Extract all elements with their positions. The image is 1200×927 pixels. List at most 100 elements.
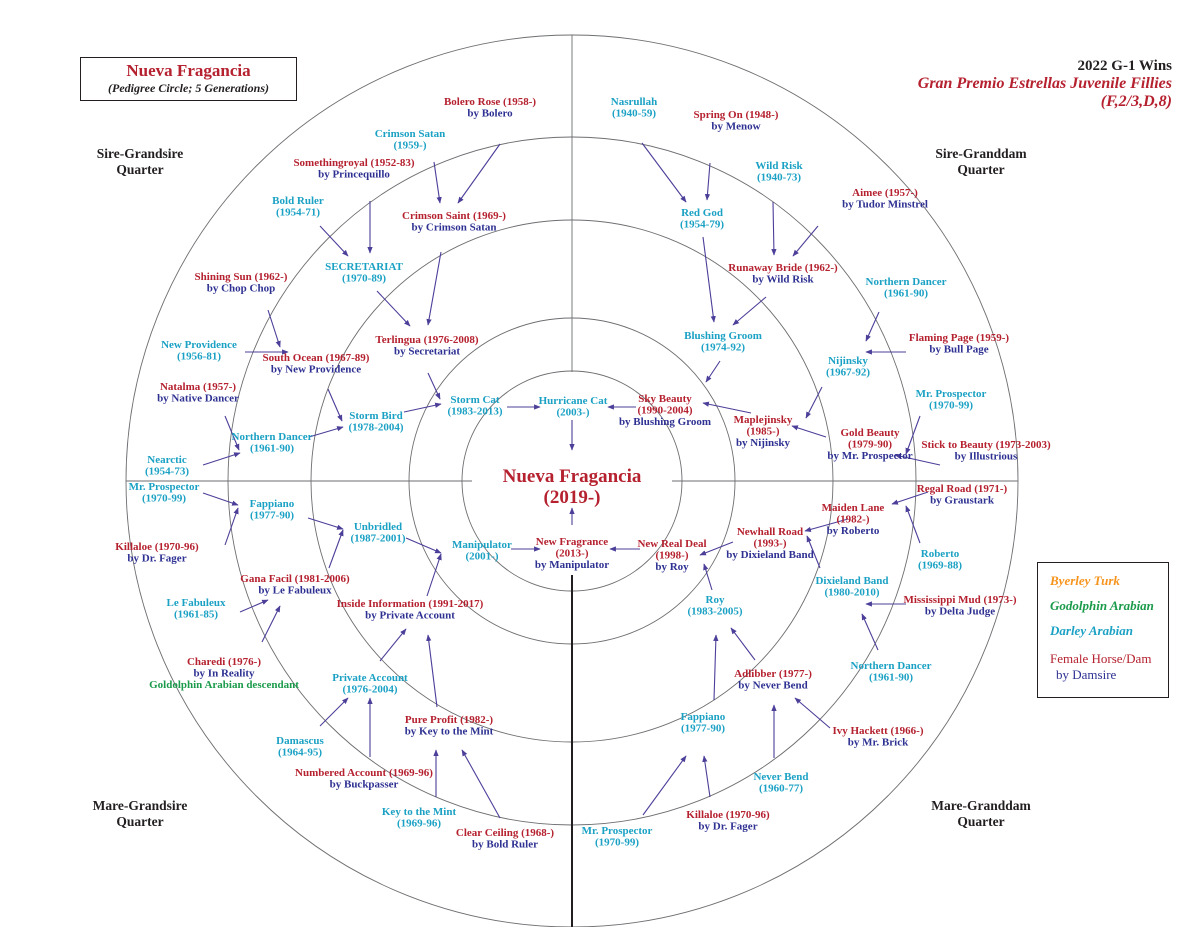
horse-node-line: by Menow bbox=[711, 121, 760, 133]
horse-node-crimson-saint-1969: Crimson Saint (1969-)by Crimson Satan bbox=[402, 210, 506, 234]
horse-node-line: (1956-81) bbox=[177, 351, 221, 363]
lineage-arrow bbox=[202, 452, 241, 466]
horse-node-line: Northern Dancer bbox=[232, 431, 313, 443]
horse-node-maplejinsky: Maplejinsky(1985-)by Nijinsky bbox=[734, 414, 793, 449]
horse-node-line: Damascus bbox=[276, 735, 324, 747]
horse-node-line: Never Bend bbox=[753, 771, 808, 783]
horse-node-nearctic: Nearctic(1954-73) bbox=[145, 454, 189, 478]
subject-horse-name: Nueva Fragancia bbox=[503, 466, 642, 487]
horse-node-line: Killaloe (1970-96) bbox=[115, 541, 199, 553]
horse-node-line: by Never Bend bbox=[738, 680, 807, 692]
horse-node-mr-prospector: Mr. Prospector(1970-99) bbox=[129, 481, 200, 505]
horse-node-line: Mr. Prospector bbox=[916, 388, 987, 400]
horse-node-line: Dixieland Band bbox=[815, 575, 888, 587]
horse-node-roberto: Roberto(1969-88) bbox=[918, 548, 962, 572]
horse-node-line: Private Account bbox=[332, 672, 408, 684]
horse-node-line: Ivy Hackett (1966-) bbox=[832, 725, 923, 737]
lineage-arrow bbox=[891, 491, 929, 505]
lineage-arrow bbox=[433, 161, 442, 204]
horse-node-secretariat: SECRETARIAT(1970-89) bbox=[325, 261, 403, 285]
lineage-arrow bbox=[792, 225, 819, 257]
horse-node-numbered-account-1969-96: Numbered Account (1969-96)by Buckpasser bbox=[295, 767, 433, 791]
horse-node-line: by Secretariat bbox=[394, 346, 460, 358]
horse-node-line: Northern Dancer bbox=[851, 660, 932, 672]
horse-node-line: by Le Fabuleux bbox=[258, 585, 332, 597]
horse-node-line: Key to the Mint bbox=[382, 806, 457, 818]
horse-node-line: (1977-90) bbox=[250, 510, 294, 522]
horse-node-line: (1998-) bbox=[656, 550, 689, 562]
horse-node-line: by Mr. Prospector bbox=[827, 450, 912, 462]
horse-node-line: (1976-2004) bbox=[343, 684, 398, 696]
horse-node-line: by In Reality bbox=[193, 668, 255, 680]
legend: Byerley Turk Godolphin Arabian Darley Ar… bbox=[1037, 562, 1169, 698]
lineage-arrow bbox=[704, 162, 711, 201]
horse-node-line: Aimee (1957-) bbox=[852, 187, 918, 199]
lineage-arrow bbox=[804, 518, 849, 532]
horse-node-fappiano: Fappiano(1977-90) bbox=[681, 711, 726, 735]
horse-node-killaloe-1970-96: Killaloe (1970-96)by Dr. Fager bbox=[115, 541, 199, 565]
horse-node-line: Spring On (1948-) bbox=[694, 109, 779, 121]
lineage-arrow bbox=[806, 535, 821, 569]
horse-node-terlingua-1976-2008: Terlingua (1976-2008)by Secretariat bbox=[375, 334, 479, 358]
horse-node-line: Runaway Bride (1962-) bbox=[728, 262, 838, 274]
horse-node-newhall-road: Newhall Road(1993-)by Dixieland Band bbox=[726, 526, 813, 561]
horse-node-line: Inside Information (1991-2017) bbox=[337, 598, 484, 610]
lineage-arrow bbox=[307, 517, 344, 530]
horse-node-line: (1967-92) bbox=[826, 367, 870, 379]
horse-node-line: (1980-2010) bbox=[825, 587, 880, 599]
lineage-arrow bbox=[426, 553, 442, 597]
horse-node-line: (1961-90) bbox=[250, 443, 294, 455]
horse-node-dixieland-band: Dixieland Band(1980-2010) bbox=[815, 575, 888, 599]
lineage-arrow bbox=[461, 749, 501, 819]
horse-node-line: by Illustrious bbox=[955, 451, 1018, 463]
horse-node-new-providence: New Providence(1956-81) bbox=[161, 339, 237, 363]
lineage-arrow bbox=[376, 290, 411, 327]
lineage-arrow bbox=[403, 402, 442, 413]
horse-node-line: SECRETARIAT bbox=[325, 261, 403, 273]
lineage-arrow bbox=[861, 613, 879, 651]
horse-node-line: New Fragrance bbox=[536, 536, 609, 548]
horse-node-line: Shining Sun (1962-) bbox=[195, 271, 288, 283]
horse-node-new-real-deal: New Real Deal(1998-)by Roy bbox=[637, 538, 706, 573]
horse-node-gold-beauty: Gold Beauty(1979-90)by Mr. Prospector bbox=[827, 427, 912, 462]
title-horse-name: Nueva Fragancia bbox=[126, 61, 251, 80]
horse-node-bolero-rose-1958: Bolero Rose (1958-)by Bolero bbox=[444, 96, 536, 120]
subject-horse-years: (2019-) bbox=[544, 487, 601, 508]
horse-node-hurricane-cat: Hurricane Cat(2003-) bbox=[539, 395, 608, 419]
horse-node-line: Nearctic bbox=[147, 454, 187, 466]
horse-node-line: (1977-90) bbox=[681, 723, 725, 735]
horse-node-line: Natalma (1957-) bbox=[160, 381, 236, 393]
horse-node-line: Killaloe (1970-96) bbox=[686, 809, 770, 821]
horse-node-line: (2013-) bbox=[556, 548, 589, 560]
lineage-arrow bbox=[641, 142, 687, 203]
horse-node-line: Crimson Satan bbox=[375, 128, 446, 140]
horse-node-line: New Providence bbox=[161, 339, 237, 351]
horse-node-private-account: Private Account(1976-2004) bbox=[332, 672, 408, 696]
race-conditions: (F,2/3,D,8) bbox=[1100, 93, 1172, 110]
horse-node-line: Storm Bird bbox=[349, 410, 402, 422]
horse-node-line: by Graustark bbox=[930, 495, 995, 507]
lineage-arrow bbox=[308, 426, 344, 438]
horse-node-unbridled: Unbridled(1987-2001) bbox=[351, 521, 406, 545]
horse-node-regal-road-1971: Regal Road (1971-)by Graustark bbox=[917, 483, 1008, 507]
horse-node-line: (1969-96) bbox=[397, 818, 441, 830]
horse-node-line: Northern Dancer bbox=[866, 276, 947, 288]
horse-node-line: (1979-90) bbox=[848, 439, 892, 451]
horse-node-line: by Delta Judge bbox=[925, 606, 995, 618]
horse-node-line: Maplejinsky bbox=[734, 414, 793, 426]
race-info: 2022 G-1 Wins Gran Premio Estrellas Juve… bbox=[918, 58, 1172, 111]
race-wins-heading: 2022 G-1 Wins bbox=[1077, 58, 1172, 74]
lineage-arrow bbox=[794, 697, 831, 729]
lineage-arrow bbox=[427, 372, 441, 400]
horse-node-line: Adlibber (1977-) bbox=[734, 668, 812, 680]
horse-node-line: Wild Risk bbox=[755, 160, 803, 172]
lineage-arrow bbox=[202, 492, 239, 506]
horse-nodes: Bolero Rose (1958-)by BoleroNasrullah(19… bbox=[115, 96, 1051, 851]
horse-node-line: by Manipulator bbox=[535, 559, 609, 571]
horse-node-line: Roberto bbox=[921, 548, 960, 560]
horse-node-line: by Tudor Minstrel bbox=[842, 199, 928, 211]
horse-node-line: (1960-77) bbox=[759, 783, 803, 795]
